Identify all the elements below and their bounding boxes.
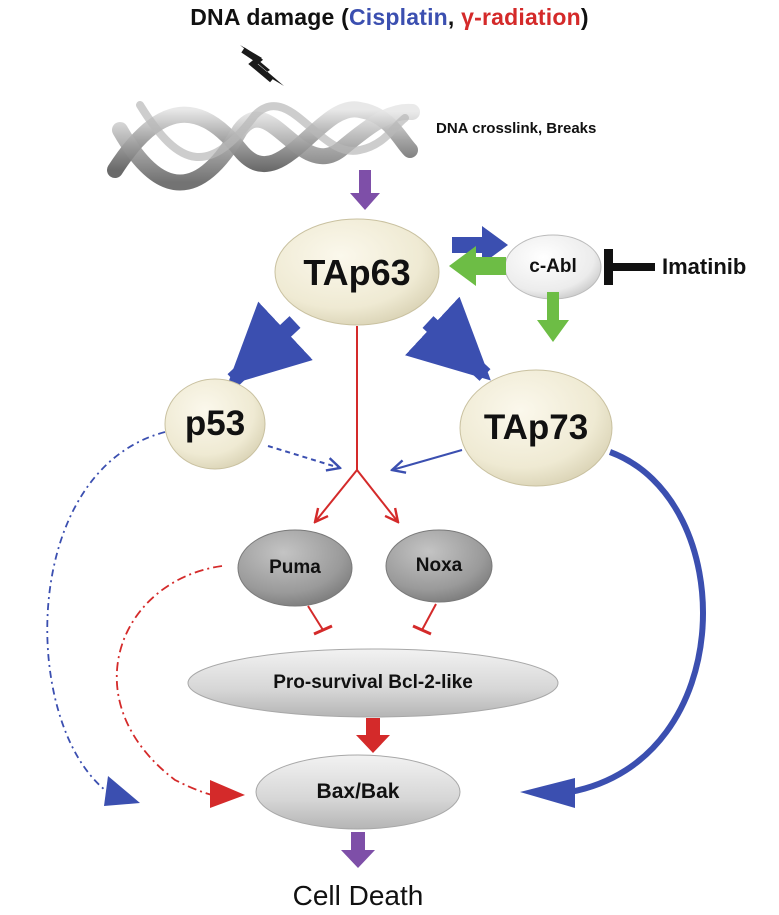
dashdot-curve-puma-to-baxbak xyxy=(115,565,223,796)
arrow-tap73-to-junction xyxy=(392,449,463,470)
dna-label: DNA crosslink, Breaks xyxy=(436,120,597,137)
imatinib-inhibitor xyxy=(604,249,655,285)
inhibitor-noxa-to-bcl2 xyxy=(412,603,437,636)
lightning-bolt-icon xyxy=(240,45,284,86)
inhibitor-puma-to-bcl2 xyxy=(307,605,333,636)
noxa-node xyxy=(385,529,493,603)
imatinib-label: Imatinib xyxy=(662,254,747,279)
red-branch-to-puma xyxy=(315,469,358,522)
red-branch-to-noxa xyxy=(356,469,398,522)
puma-label: Puma xyxy=(269,557,321,578)
blue-arrow-tap63-to-tap73 xyxy=(405,296,491,381)
p53-label: p53 xyxy=(184,404,246,443)
dna-helix-icon xyxy=(107,101,420,191)
title-prefix: DNA damage ( xyxy=(190,4,349,30)
green-arrow-cabl-to-tap63 xyxy=(449,246,506,286)
red-arrow-bcl2-to-baxbak xyxy=(356,718,390,753)
tap73-label: TAp73 xyxy=(483,408,589,447)
dashed-arrow-p53-to-junction xyxy=(267,445,340,468)
blue-arrow-tap63-to-cabl xyxy=(452,226,508,264)
tap73-node xyxy=(459,369,613,487)
bcl2-label: Pro-survival Bcl-2-like xyxy=(273,672,473,693)
puma-node xyxy=(237,529,353,607)
baxbak-label: Bax/Bak xyxy=(316,780,400,803)
celldeath-label: Cell Death xyxy=(292,880,424,911)
title-separator: , xyxy=(447,4,462,30)
p53-node xyxy=(164,378,266,470)
curve-tap73-arrowhead xyxy=(520,778,575,808)
dashed-curve-p53-arrowhead xyxy=(104,776,140,806)
title-cisplatin: Cisplatin xyxy=(349,4,448,30)
green-arrow-cabl-to-tap73 xyxy=(537,292,569,342)
blue-arrow-tap63-to-p53 xyxy=(227,301,313,386)
cabl-label: c-Abl xyxy=(529,256,577,277)
dashdot-curve-puma-arrowhead xyxy=(210,780,245,808)
tap63-node xyxy=(274,218,440,326)
curve-tap73-to-baxbak xyxy=(569,449,706,795)
purple-arrow-baxbak-to-celldeath xyxy=(341,832,375,868)
noxa-label: Noxa xyxy=(415,555,463,576)
title-radiation: γ-radiation xyxy=(461,4,581,30)
dashed-curve-p53-to-baxbak xyxy=(46,431,166,791)
purple-arrow-dna-to-tap63 xyxy=(350,170,380,210)
tap63-label: TAp63 xyxy=(303,252,411,293)
baxbak-node xyxy=(255,754,461,830)
title: DNA damage (Cisplatin, γ-radiation) xyxy=(0,4,779,31)
bcl2-node xyxy=(187,648,559,718)
title-suffix: ) xyxy=(580,4,589,30)
